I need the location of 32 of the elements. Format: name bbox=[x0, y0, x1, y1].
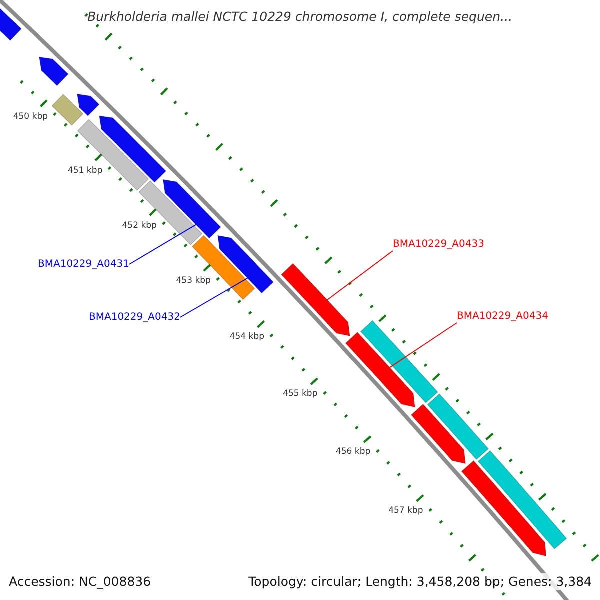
scale-label: 450 kbp bbox=[13, 112, 48, 122]
gene-feature bbox=[360, 320, 438, 404]
scale-label: 453 kbp bbox=[176, 276, 211, 286]
gene-feature-pointed bbox=[77, 94, 100, 116]
gene-label: BMA10229_A0434 bbox=[457, 310, 548, 323]
leader-line bbox=[180, 278, 248, 318]
leader-line bbox=[326, 250, 394, 301]
scale-label: 454 kbp bbox=[230, 332, 264, 342]
gene-label: BMA10229_A0433 bbox=[393, 238, 484, 251]
sequence-info-text: Topology: circular; Length: 3,458,208 bp; Genes: 3,384 bbox=[246, 573, 594, 590]
gene-feature bbox=[52, 94, 84, 126]
gene-feature bbox=[478, 450, 568, 550]
gene-feature-pointed bbox=[162, 179, 222, 239]
scale-label: 456 kbp bbox=[336, 447, 371, 458]
scale-label: 455 kbp bbox=[283, 389, 318, 400]
gene-feature bbox=[138, 180, 203, 246]
gene-feature-pointed bbox=[461, 460, 547, 557]
leader-line bbox=[128, 224, 197, 265]
scale-label: 452 kbp bbox=[122, 220, 157, 231]
gene-feature-pointed bbox=[410, 404, 466, 464]
gene-label: BMA10229_A0431 bbox=[38, 258, 130, 271]
gene-label: BMA10229_A0432 bbox=[89, 311, 180, 324]
gene-feature bbox=[192, 235, 256, 300]
leader-line bbox=[389, 322, 458, 368]
gene-feature bbox=[427, 394, 490, 460]
map-title: Burkholderia mallei NCTC 10229 chromosome I, complete sequen... bbox=[86, 9, 514, 24]
gene-feature-pointed bbox=[345, 332, 416, 408]
scale-label: 457 kbp bbox=[388, 506, 424, 516]
scale-label: 451 kbp bbox=[68, 166, 103, 176]
gene-feature-pointed bbox=[39, 56, 69, 86]
gene-feature-pointed bbox=[281, 263, 350, 336]
gene-feature-pointed bbox=[218, 235, 274, 294]
